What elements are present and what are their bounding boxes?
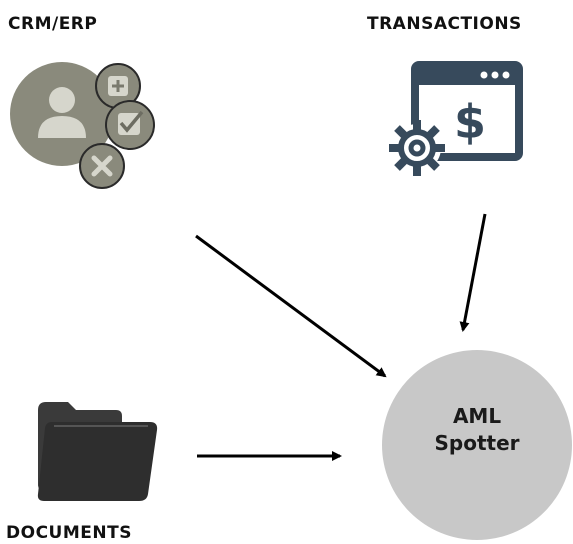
aml-spotter-line-1: AML xyxy=(452,404,502,428)
crm-users-icon xyxy=(10,62,155,189)
window-titlebar xyxy=(415,65,519,85)
window-dot-1 xyxy=(480,71,488,79)
user-body xyxy=(38,116,86,138)
user-circle xyxy=(10,62,114,166)
dollar-icon: $ xyxy=(454,95,486,149)
aml-spotter-node xyxy=(382,350,572,540)
crm-erp-label: CRM/ERP xyxy=(8,14,98,34)
aml-spotter-label: AML Spotter xyxy=(380,403,573,457)
folder-icon xyxy=(37,402,158,501)
check-badge-tick xyxy=(119,110,144,133)
arrow-transactions-to-hub xyxy=(459,213,487,332)
user-head xyxy=(49,87,75,113)
window-dot-2 xyxy=(491,71,499,79)
documents-label: DOCUMENTS xyxy=(6,523,132,543)
transaction-settings-icon: $ xyxy=(389,61,523,176)
arrow-crm-to-hub xyxy=(195,234,387,378)
add-badge-plus xyxy=(112,80,124,92)
gear-icon xyxy=(389,120,445,176)
folder-front xyxy=(37,422,158,501)
aml-spotter-line-2: Spotter xyxy=(434,431,520,455)
transactions-label: TRANSACTIONS xyxy=(367,14,522,34)
remove-badge-x xyxy=(91,155,113,177)
window-dot-3 xyxy=(502,71,510,79)
